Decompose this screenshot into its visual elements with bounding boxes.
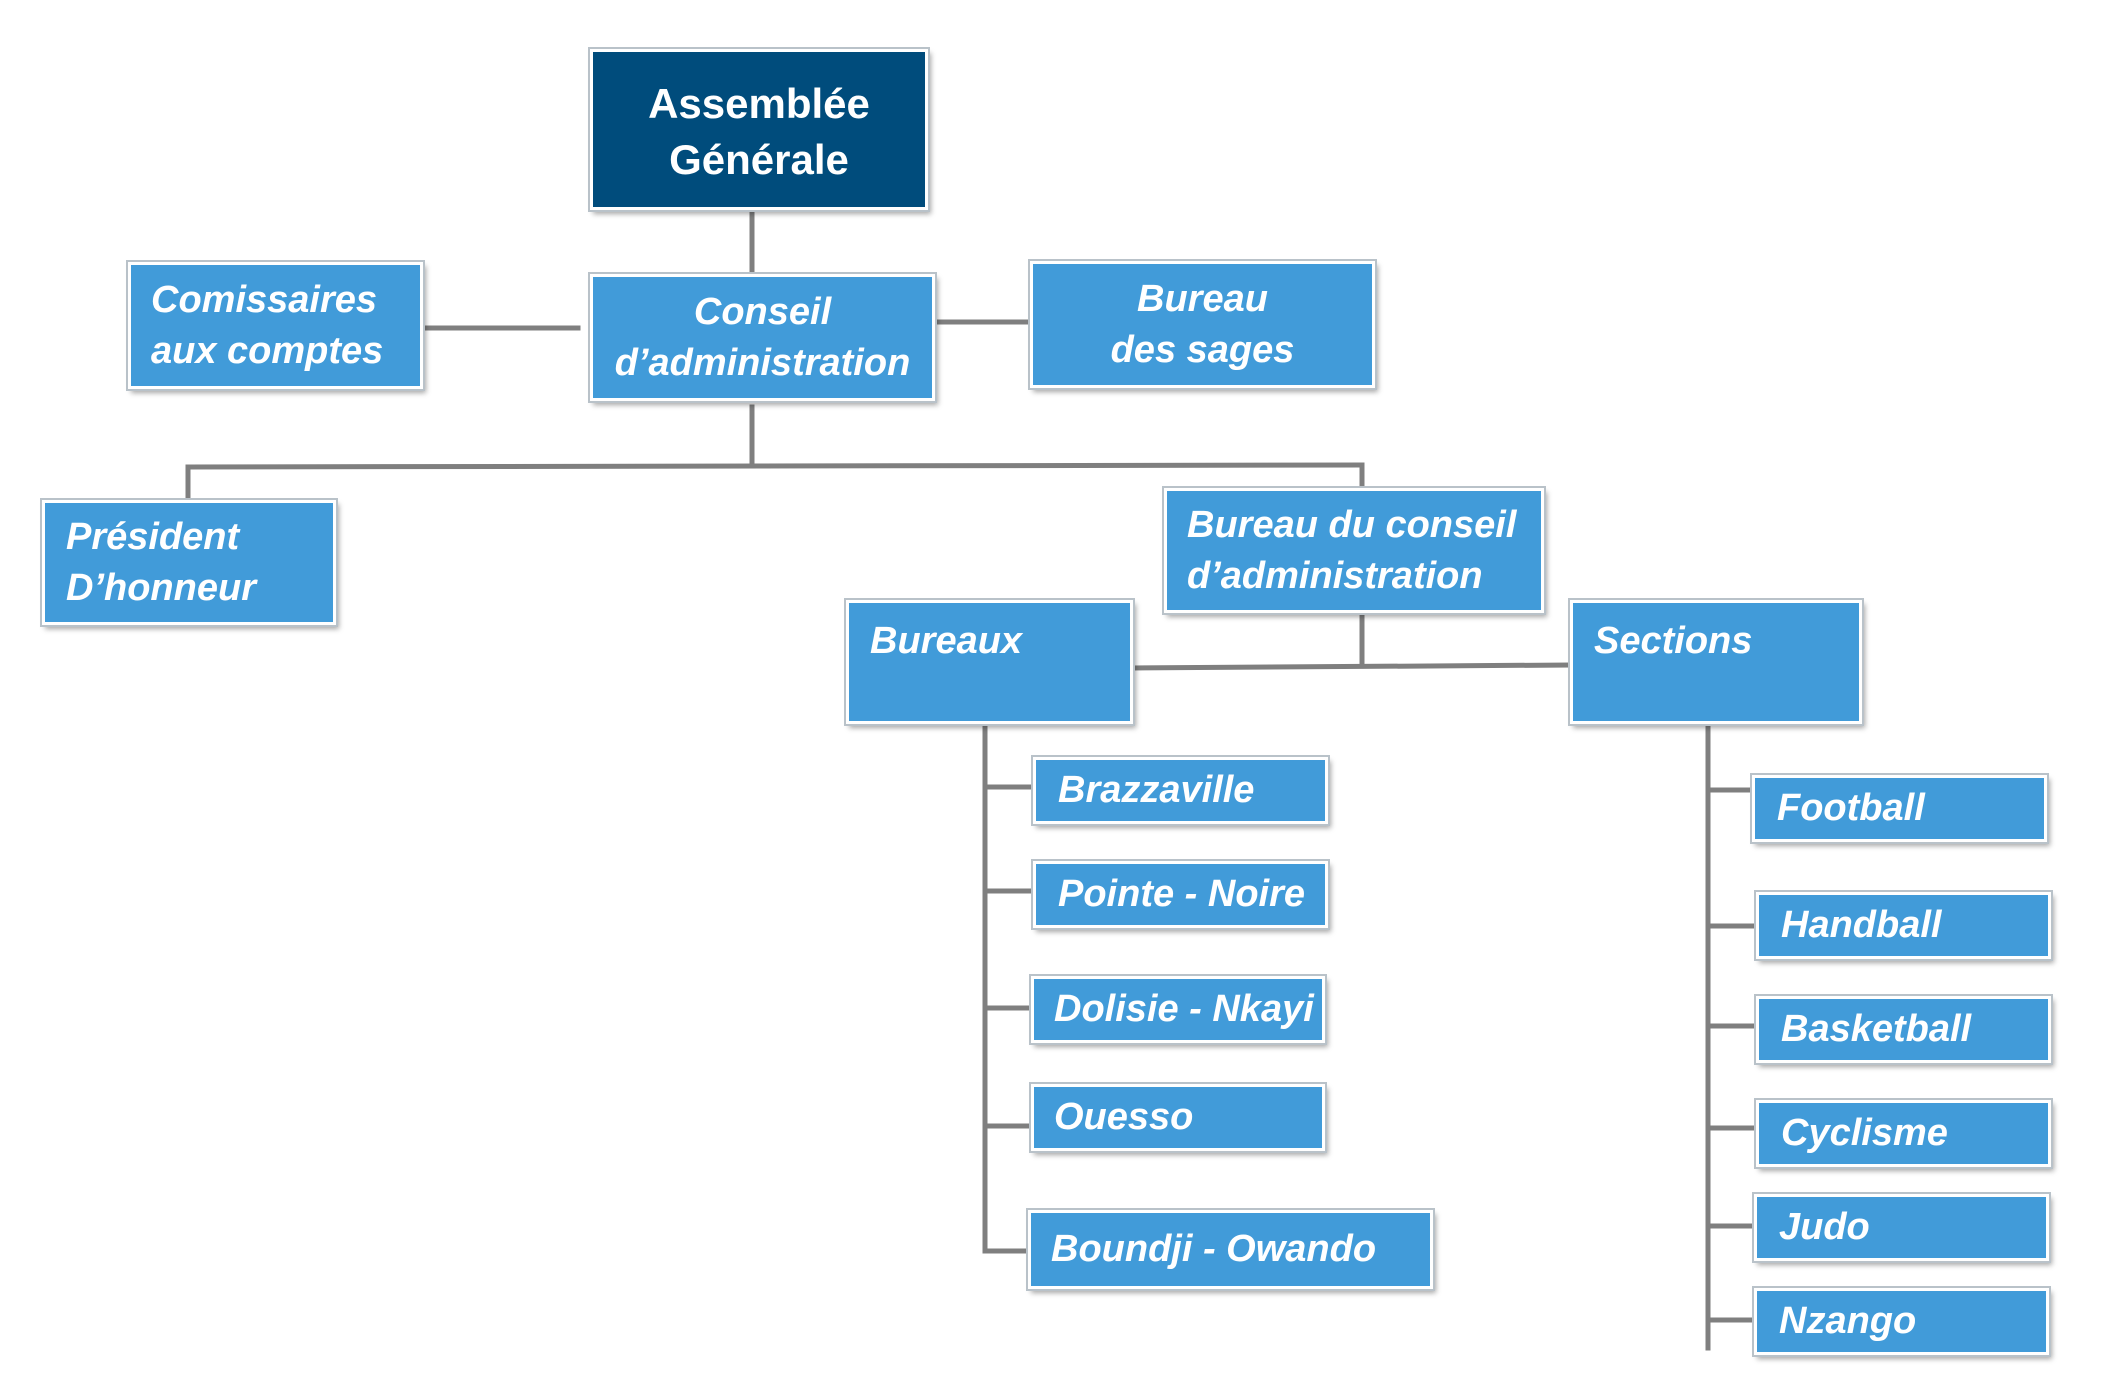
section-item-label: Nzango — [1779, 1300, 1917, 1342]
bureau-item-label: Boundji - Owando — [1051, 1228, 1377, 1270]
node-assemblee-generale: Assemblée Générale — [590, 49, 928, 210]
section-item-football: Football — [1752, 775, 2047, 842]
node-comissaires-line-2: aux comptes — [151, 329, 384, 372]
bureau-item-label: Brazzaville — [1058, 769, 1255, 811]
node-assemblee-line-1: Assemblée — [648, 79, 870, 127]
node-president-honneur: Président D’honneur — [42, 500, 336, 625]
node-sages-line-2: des sages — [1110, 328, 1295, 371]
node-assemblee-line-2: Générale — [669, 135, 849, 183]
bureau-item-pointe-noire: Pointe - Noire — [1033, 861, 1328, 928]
node-conseil-line-2: d’administration — [614, 341, 911, 384]
node-bureau-conseil-line-2: d’administration — [1187, 554, 1483, 597]
connector-horizontal-main — [185, 462, 1365, 470]
node-comissaires-line-1: Comissaires — [151, 278, 378, 321]
bureau-item-label: Ouesso — [1054, 1096, 1194, 1138]
node-president-line-1: Président — [66, 515, 240, 558]
node-conseil-administration: Conseil d’administration — [590, 274, 935, 401]
node-bureau-des-sages: Bureau des sages — [1030, 261, 1375, 388]
node-bureaux: Bureaux — [846, 600, 1133, 724]
node-bureaux-label: Bureaux — [870, 620, 1023, 662]
node-sages-line-1: Bureau — [1137, 277, 1268, 320]
section-item-judo: Judo — [1754, 1194, 2049, 1261]
node-president-line-2: D’honneur — [66, 566, 256, 609]
section-item-handball: Handball — [1756, 892, 2051, 959]
section-item-basketball: Basketball — [1756, 996, 2051, 1063]
section-item-nzango: Nzango — [1754, 1288, 2049, 1355]
section-item-label: Football — [1777, 787, 1925, 829]
connector-bureaux-sections — [1130, 662, 1573, 671]
node-bureau-conseil-line-1: Bureau du conseil — [1187, 503, 1517, 546]
bureau-item-ouesso: Ouesso — [1031, 1084, 1325, 1151]
section-item-label: Handball — [1781, 904, 1942, 946]
section-item-label: Judo — [1779, 1206, 1870, 1248]
section-item-cyclisme: Cyclisme — [1756, 1100, 2051, 1167]
section-item-label: Cyclisme — [1781, 1112, 1948, 1154]
bureau-item-label: Dolisie - Nkayi — [1054, 988, 1314, 1030]
node-conseil-line-1: Conseil — [693, 290, 832, 333]
bureau-item-dolisie-nkayi: Dolisie - Nkayi — [1031, 976, 1325, 1043]
node-bureau-du-conseil: Bureau du conseil d’administration — [1164, 488, 1544, 613]
node-comissaires-aux-comptes: Comissaires aux comptes — [128, 262, 423, 389]
node-sections: Sections — [1570, 600, 1862, 724]
bureau-item-label: Pointe - Noire — [1058, 873, 1306, 915]
bureau-item-brazzaville: Brazzaville — [1033, 757, 1328, 824]
bureau-item-boundji-owando: Boundji - Owando — [1028, 1210, 1433, 1289]
node-sections-label: Sections — [1594, 620, 1753, 662]
section-item-label: Basketball — [1781, 1008, 1972, 1050]
